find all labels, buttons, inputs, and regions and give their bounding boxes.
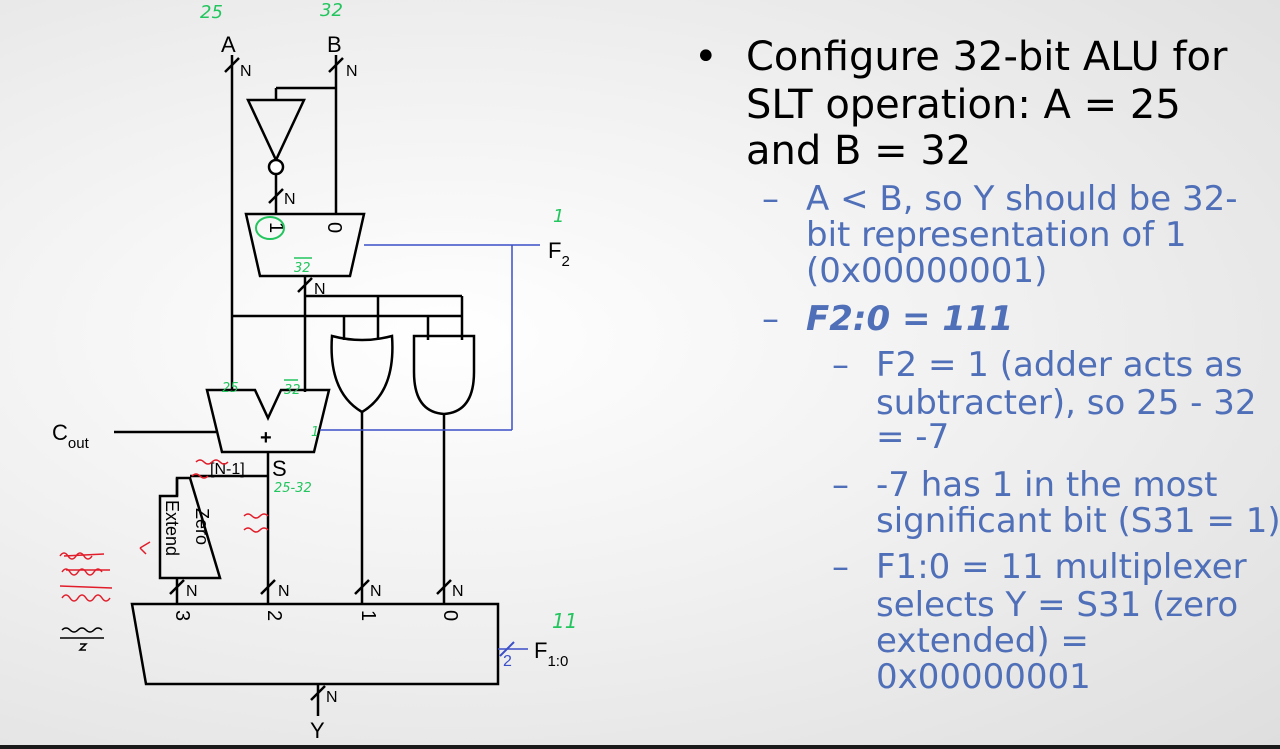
label-n-a: N <box>240 63 252 80</box>
hw-circle <box>255 216 285 240</box>
label-cout: Cout <box>52 420 90 452</box>
sub3c-line1: F1:0 = 11 multiplexer <box>876 547 1247 587</box>
hw-adder-b: 32 <box>284 383 301 398</box>
mux1-input-0: 0 <box>323 222 345 233</box>
hw-f10-value: 11 <box>552 609 577 633</box>
label-f10: F1:0 <box>534 638 568 670</box>
bullet-main-line3: and B = 32 <box>746 128 972 174</box>
label-f2: F2 <box>548 238 570 270</box>
dash-3b: – <box>832 465 849 505</box>
bottom-bar <box>0 745 1280 749</box>
label-plus: + <box>260 427 272 449</box>
muxy-input-3: 3 <box>171 610 193 621</box>
label-s: S <box>272 456 287 481</box>
bullet-dot: • <box>694 34 718 80</box>
sub3c-line4: 0x00000001 <box>876 657 1091 697</box>
hw-black-note <box>60 627 104 651</box>
label-n-ze: N <box>186 583 198 600</box>
mux1-input-1: 1 <box>265 222 287 233</box>
sub3b-line2: significant bit (S31 = 1) <box>876 501 1280 541</box>
sub2-line1: F2:0 = 111 <box>806 299 1014 339</box>
dash-2: – <box>762 299 779 339</box>
hw-b-value: 32 <box>320 0 343 21</box>
label-n-or: N <box>370 583 382 600</box>
or-gate <box>330 334 394 414</box>
sub1-line1: A < B, so Y should be 32- <box>806 179 1238 219</box>
sub1-line3: (0x00000001) <box>806 251 1048 291</box>
mux-b-select <box>244 212 366 278</box>
label-two: 2 <box>503 653 512 670</box>
muxy-input-0: 0 <box>439 610 461 621</box>
sub3b-line1: -7 has 1 in the most <box>876 465 1218 505</box>
sub3a-line2: subtracter), so 25 - 32 <box>876 383 1257 423</box>
muxy-input-1: 1 <box>357 610 379 621</box>
hw-a-value: 25 <box>200 2 223 23</box>
bullet-main-line2: SLT operation: A = 25 <box>746 82 1181 128</box>
sub3a-line3: = -7 <box>876 417 950 457</box>
alu-diagram: A B N N N N 1 0 F2 Cout + [N-1] S Zero E… <box>52 0 577 743</box>
label-n-inv: N <box>284 191 296 208</box>
inverter <box>246 98 306 163</box>
dash-3a: – <box>832 345 849 385</box>
label-n-minus-1: [N-1] <box>210 461 245 478</box>
label-b: B <box>327 32 342 57</box>
hw-b-bar: 32 <box>294 261 311 276</box>
label-y: Y <box>310 718 325 743</box>
muxy-input-2: 2 <box>263 610 285 621</box>
and-gate <box>412 334 476 416</box>
sub3c-line3: extended) = <box>876 621 1089 661</box>
label-n-mux: N <box>314 281 326 298</box>
label-n-b: N <box>346 63 358 80</box>
sub1-line2: bit representation of 1 <box>806 215 1187 255</box>
hw-s-value: 25-32 <box>274 481 312 496</box>
hw-f2-value: 1 <box>553 206 564 227</box>
sub3a-line1: F2 = 1 (adder acts as <box>876 345 1243 385</box>
sub3c-line2: selects Y = S31 (zero <box>876 585 1239 625</box>
dash-1: – <box>762 179 779 219</box>
hw-red-notes <box>59 459 269 602</box>
label-extend: Extend <box>162 500 182 556</box>
hw-adder-a: 25 <box>222 381 239 396</box>
bullet-main-line1: Configure 32-bit ALU for <box>746 34 1228 80</box>
label-n-and: N <box>452 583 464 600</box>
dash-3c: – <box>832 547 849 587</box>
hw-carry-in: 1 <box>311 425 319 440</box>
adder <box>205 388 331 454</box>
label-n-y: N <box>326 689 338 706</box>
mux-y <box>130 602 500 686</box>
label-n-s: N <box>278 583 290 600</box>
label-a: A <box>221 32 236 57</box>
label-zero: Zero <box>192 508 212 545</box>
